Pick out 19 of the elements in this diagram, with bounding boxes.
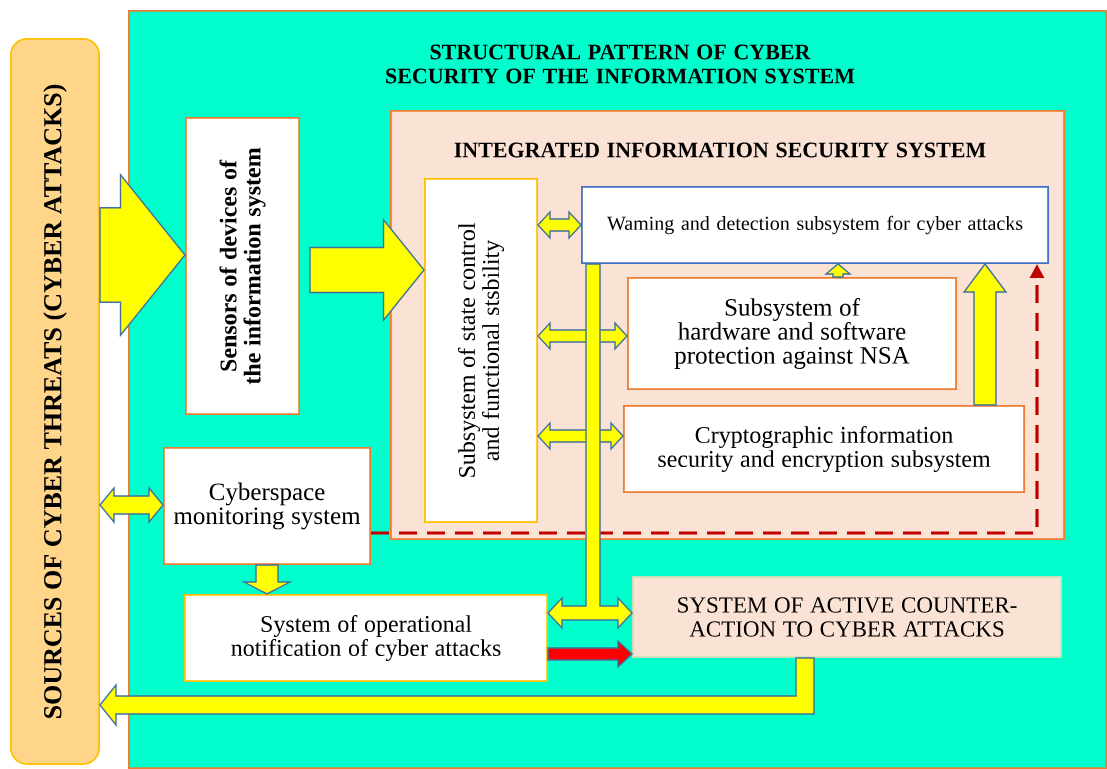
block-arrow bbox=[99, 172, 186, 338]
block-arrow bbox=[824, 263, 852, 278]
block-arrow bbox=[99, 657, 815, 727]
threat-sources-bar: SOURCES OF CYBER THREATS (CYBER ATTACKS) bbox=[10, 38, 100, 765]
process-box: Cryptographic information security and encryption subsystem bbox=[623, 405, 1025, 493]
process-box: SYSTEM OF ACTIVE COUNTER-ACTION TO CYBER ATTACKS bbox=[632, 576, 1062, 658]
block-arrow bbox=[309, 217, 425, 323]
block-arrow bbox=[99, 486, 164, 524]
process-box: Cyberspace monitoring system bbox=[163, 447, 371, 565]
process-box: Waming and detection subsystem for cyber attacks bbox=[581, 186, 1049, 264]
process-box: Subsystem of state control and functional stsbility bbox=[424, 178, 538, 523]
block-arrow bbox=[547, 639, 634, 669]
block-arrow bbox=[962, 262, 1008, 406]
process-box: Subsystem of hardware and software protection against NSA bbox=[627, 277, 957, 390]
process-box: Sensors of devices of the information system bbox=[185, 117, 300, 415]
process-box: System of operational notification of cyber attacks bbox=[184, 594, 548, 682]
block-arrow bbox=[537, 210, 582, 240]
block-arrow bbox=[547, 263, 633, 630]
block-arrow bbox=[241, 564, 293, 595]
